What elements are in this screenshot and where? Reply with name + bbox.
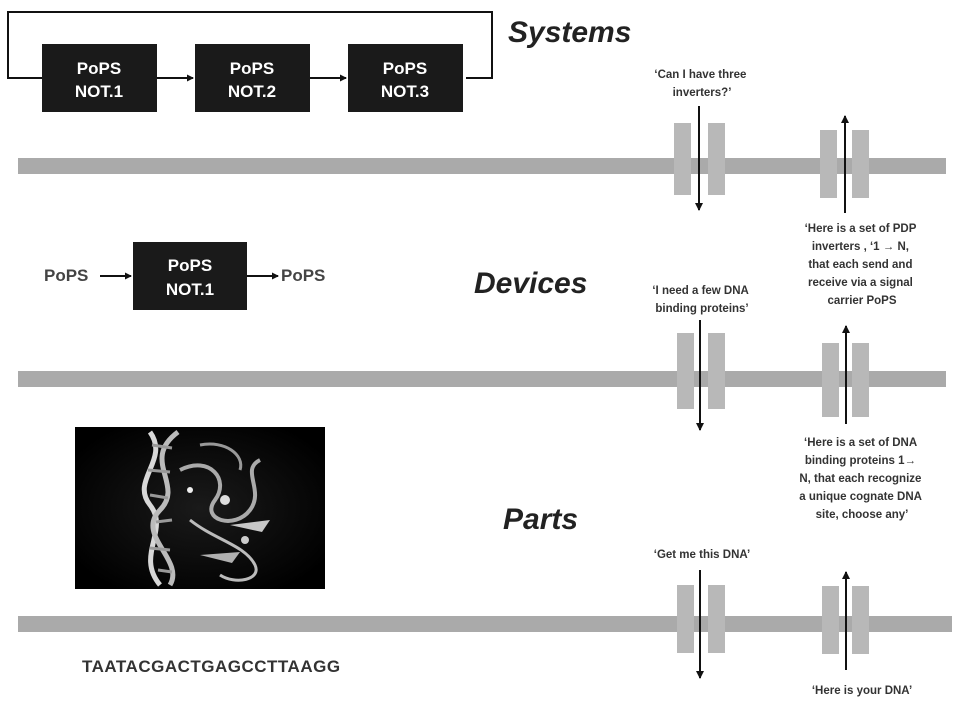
device-input-label: PoPS: [44, 266, 88, 285]
svg-text:NOT.1: NOT.1: [166, 280, 214, 299]
svg-text:PoPS: PoPS: [168, 256, 212, 275]
protein-structure-image: [75, 427, 325, 589]
svg-text:NOT.3: NOT.3: [381, 82, 429, 101]
devices-bar: [18, 371, 946, 387]
parts-response-interface: [822, 571, 869, 670]
devices-response: ‘Here is a set of DNA binding proteins 1…: [799, 437, 924, 521]
device-output-label: PoPS: [281, 266, 325, 285]
parts-level: Parts ‘Get me this DNA’ TAATACGACTGAGCCT…: [18, 427, 952, 697]
devices-request-interface: [677, 320, 725, 431]
system-box-not2: PoPS NOT.2: [195, 44, 310, 112]
device-box-not1: PoPS NOT.1: [133, 242, 247, 310]
systems-level: Systems PoPS NOT.1 PoPS NOT.2 PoPS NOT.3…: [7, 11, 946, 307]
parts-request-interface: [677, 570, 725, 679]
systems-label: Systems: [508, 16, 631, 49]
svg-text:NOT.2: NOT.2: [228, 82, 276, 101]
devices-request: ‘I need a few DNA binding proteins’: [652, 285, 751, 315]
systems-request: ‘Can I have three inverters?’: [654, 69, 749, 99]
parts-label: Parts: [503, 503, 578, 536]
feedback-loop: [7, 11, 493, 79]
svg-text:PoPS: PoPS: [230, 59, 274, 78]
systems-bar: [18, 158, 946, 174]
systems-request-interface: [674, 106, 725, 211]
devices-label: Devices: [474, 267, 587, 300]
system-box-not3: PoPS NOT.3: [348, 44, 463, 112]
parts-request: ‘Get me this DNA’: [654, 549, 751, 561]
svg-text:PoPS: PoPS: [77, 59, 121, 78]
parts-bar: [18, 616, 952, 632]
system-box-not1: PoPS NOT.1: [42, 44, 157, 112]
dna-sequence: TAATACGACTGAGCCTTAAGG: [82, 657, 341, 676]
systems-response-interface: [820, 115, 869, 213]
parts-response: ‘Here is your DNA’: [812, 685, 912, 697]
systems-response: ‘Here is a set of PDP inverters , ‘1 → N…: [805, 223, 920, 307]
svg-text:NOT.1: NOT.1: [75, 82, 123, 101]
devices-response-interface: [822, 325, 869, 424]
devices-level: PoPS PoPS NOT.1 PoPS Devices ‘I need a f…: [18, 242, 946, 521]
svg-text:PoPS: PoPS: [383, 59, 427, 78]
